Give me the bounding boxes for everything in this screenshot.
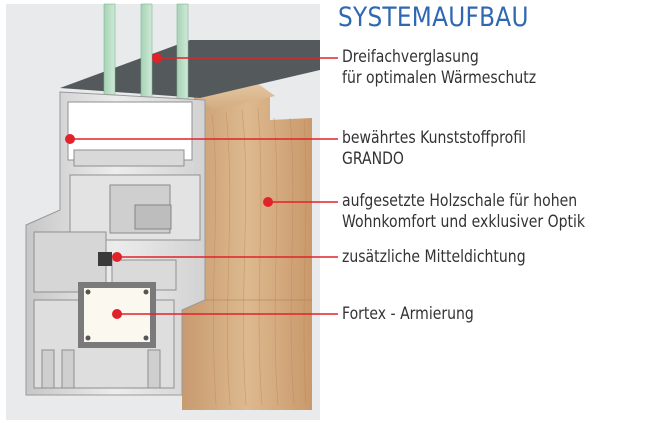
center-seal [98,252,112,266]
callout-line: aufgesetzte Holzschale für hohen [342,191,578,210]
callout-line: bewährtes Kunststoffprofil [342,128,526,147]
callout-label-profile: bewährtes Kunststoffprofil GRANDO [342,127,526,169]
marker-profile [65,134,75,144]
marker-seal [112,252,122,262]
callout-label-reinforcement: Fortex - Armierung [342,303,474,324]
callout-line: für optimalen Wärmeschutz [342,68,537,87]
callout-line: Dreifachverglasung [342,47,479,66]
callout-label-glazing: Dreifachverglasung für optimalen Wärmesc… [342,46,536,88]
callout-line: GRANDO [342,149,404,168]
glazing-frame-top [60,40,320,98]
callout-line: zusätzliche Mitteldichtung [342,247,526,266]
pvc-profile [25,91,206,396]
callout-label-seal: zusätzliche Mitteldichtung [342,246,526,267]
page-title: SYSTEMAUFBAU [338,2,529,33]
callout-leaders [70,57,338,315]
marker-wood [263,197,273,207]
callout-line: Wohnkomfort und exklusiver Optik [342,212,586,231]
marker-glazing [152,53,162,63]
marker-reinforcement [112,309,122,319]
callout-line: Fortex - Armierung [342,304,474,323]
callout-markers [65,53,273,319]
wood-cladding [182,78,312,410]
callout-label-wood: aufgesetzte Holzschale für hohen Wohnkom… [342,190,585,232]
